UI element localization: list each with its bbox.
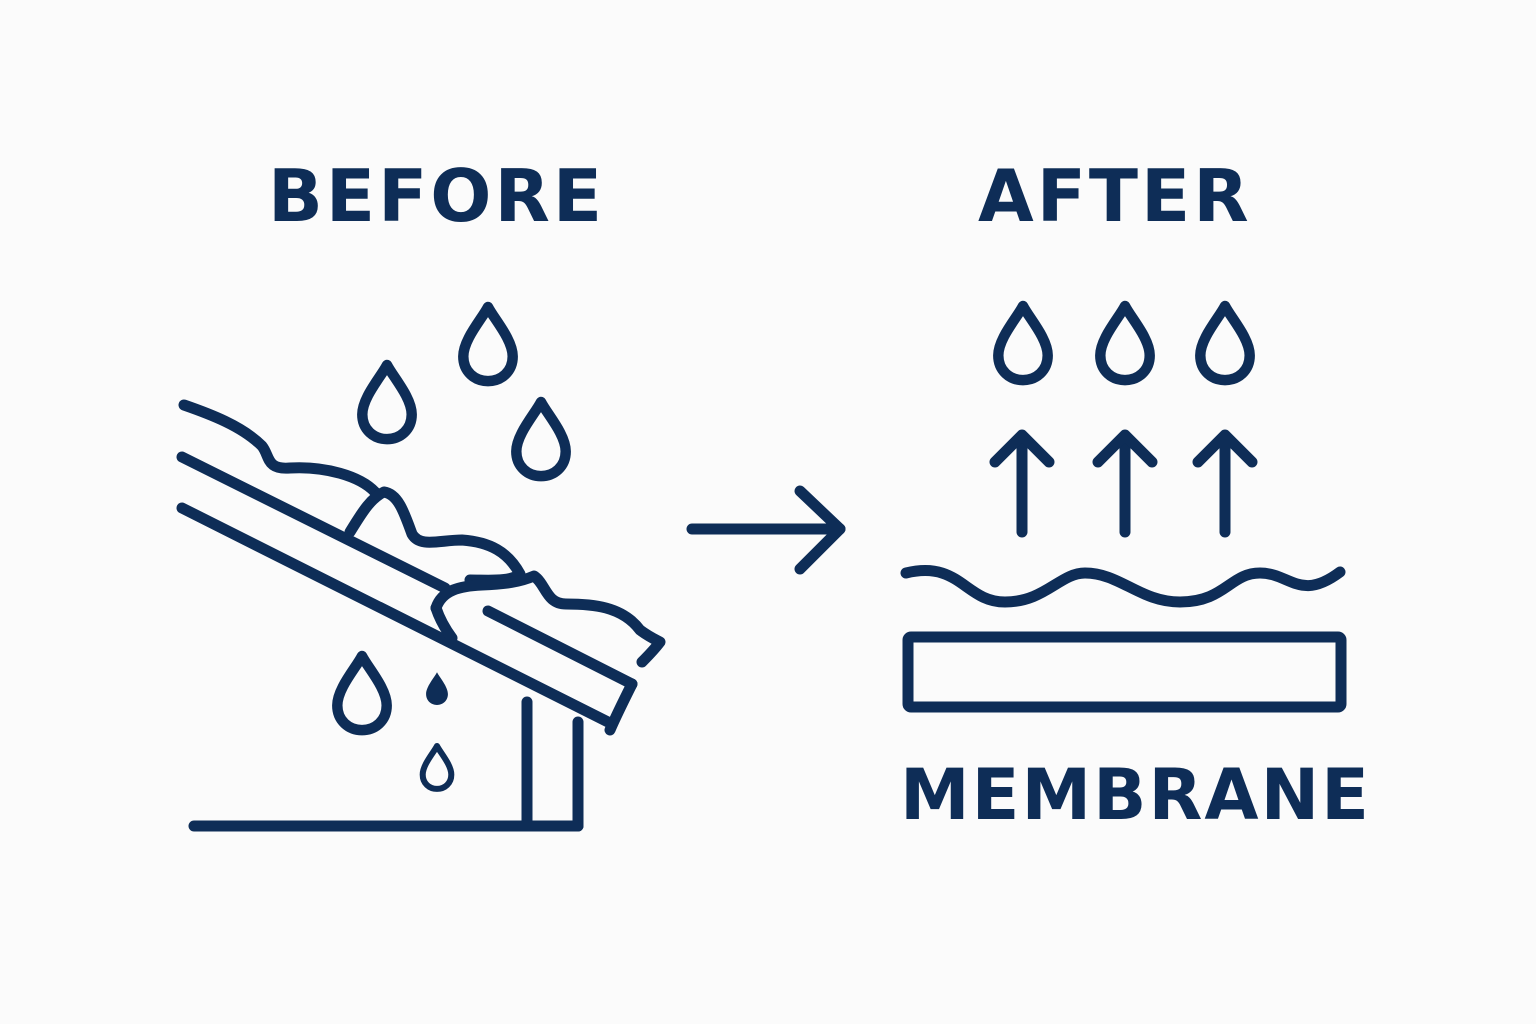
roof-plank [482,605,638,690]
falling-raindrop-icon [463,307,512,381]
damaged-roof-icon [176,399,666,832]
arrow-up-icon [1092,429,1158,538]
shingle-crack [430,602,458,644]
falling-raindrop-icon [362,365,411,439]
roof-upper-edge [178,399,381,498]
roof-bottom-line [176,502,614,728]
broken-shingle-lower [430,570,666,668]
arrow-up-icon [989,429,1055,538]
leaking-drop-icon [426,672,448,705]
roof-plank-end [604,678,638,736]
falling-raindrop-icon [516,402,565,476]
broken-shingle-upper [344,486,526,586]
wave-icon [900,565,1346,608]
membrane-layer-icon [902,631,1347,713]
leaking-drop-icon [423,746,452,789]
rising-raindrop-icon [1100,306,1149,380]
membrane-label: MEMBRANE [900,754,1371,836]
leaking-drop-icon [337,656,386,730]
rising-raindrop-icon [998,306,1047,380]
after-heading: AFTER [978,154,1252,238]
rising-raindrop-icon [1200,306,1249,380]
arrow-up-icon [1192,429,1258,538]
arrow-right-icon [686,485,846,575]
roof-top-line [176,451,451,594]
before-heading: BEFORE [268,154,606,238]
